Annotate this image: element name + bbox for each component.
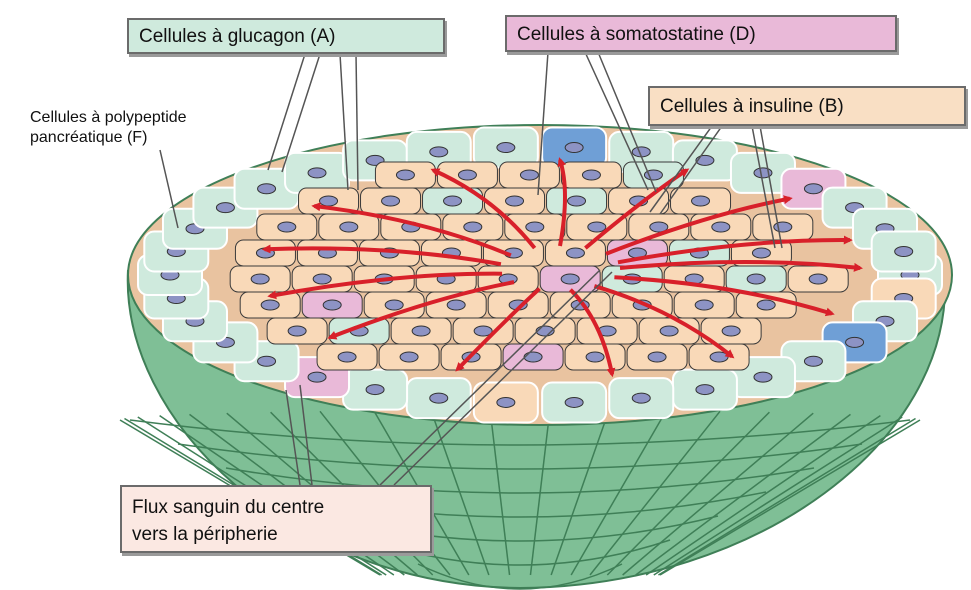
ring-cell [673,370,737,410]
core-cell [361,188,421,214]
core-cell [375,162,435,188]
core-cell [565,344,625,370]
core-cell [577,318,637,344]
ring-cell [872,231,936,271]
core-cell [639,318,699,344]
core-cell [267,318,327,344]
core-cell [503,344,563,370]
core-cell [485,188,545,214]
label-insulin-cells: Cellules à insuline (B) [648,86,966,126]
label-somatostatin-cells: Cellules à somatostatine (D) [505,15,897,52]
core-cell [297,240,357,266]
core-cell [671,188,731,214]
core-cell [499,162,559,188]
core-cell [235,240,295,266]
core-cell [550,292,610,318]
core-cell [302,292,362,318]
label-polypeptide-cells: Cellules à polypeptide pancréatique (F) [30,108,270,148]
core-cell [561,162,621,188]
ring-cell [285,153,349,193]
core-cell [691,214,751,240]
ring-cell [343,370,407,410]
label-blood-flow: Flux sanguin du centre vers la péripheri… [120,485,432,553]
ring-cell [609,378,673,418]
core-cell [488,292,548,318]
core-cell [391,318,451,344]
core-cell [788,266,848,292]
ring-cell [407,378,471,418]
core-cell [317,344,377,370]
core-cell [609,188,669,214]
core-cell [379,344,439,370]
core-cell [319,214,379,240]
core-cell [674,292,734,318]
core-cell [416,266,476,292]
core-cell [515,318,575,344]
core-cell [627,344,687,370]
core-cell [753,214,813,240]
ring-cell [474,382,538,422]
ring-cell [542,382,606,422]
core-cell [240,292,300,318]
label-glucagon-cells: Cellules à glucagon (A) [127,18,445,54]
core-cell [726,266,786,292]
core-cell [230,266,290,292]
core-cell [547,188,607,214]
core-cell [329,318,389,344]
core-cell [257,214,317,240]
core-cell [545,240,605,266]
